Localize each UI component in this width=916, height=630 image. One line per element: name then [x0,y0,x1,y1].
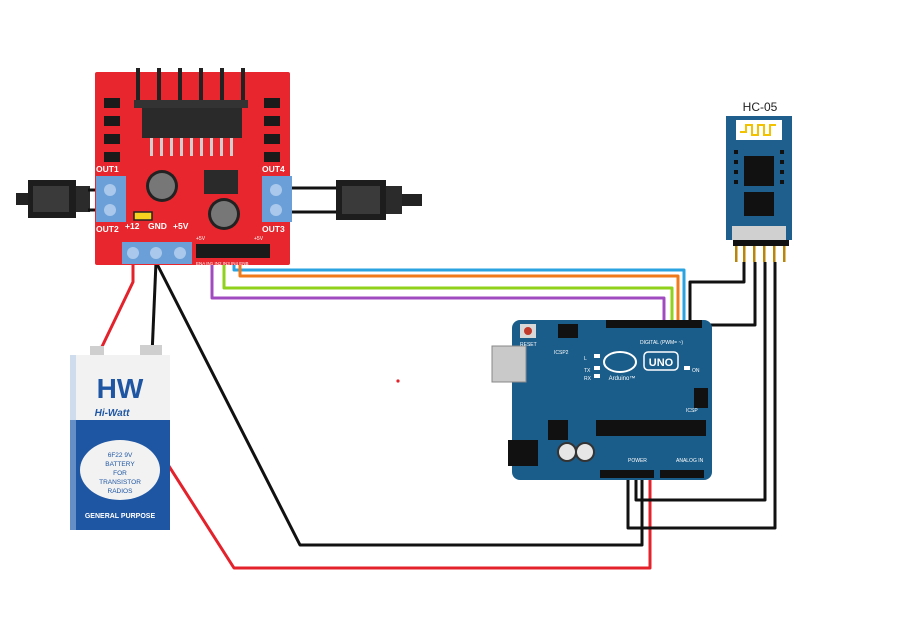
label-out4: OUT4 [262,164,285,174]
digital-header [606,320,702,328]
pin-header [196,244,270,258]
motor-driver-board: OUT1 OUT2 OUT4 OUT3 +12 GND +5V +5V +5V … [95,68,292,266]
wire-black-hc05-vcc [626,262,777,530]
arduino-uno-board: UNO Arduino™ RESET ICSP2 DIGITAL (PWM= ~… [491,320,712,480]
wire-black-gnd-arduino [154,261,644,547]
label-gnd: GND [148,221,167,231]
stray-dot [396,379,400,383]
wire-black-hc05-gnd [634,262,767,502]
wire-purple-in3 [210,262,666,325]
jumper [133,211,153,221]
uno-badge [643,351,679,371]
wire-black-hc05-rx [700,262,757,327]
arduino-reset: RESET [520,342,537,348]
motor-right [278,180,422,220]
arduino-rx: RX [584,376,592,382]
wire-orange-in1 [238,262,680,325]
label-plus12: +12 [125,221,140,231]
analog-header [660,470,704,478]
atmega-chip [596,420,706,436]
battery-9v: HW Hi-Watt 6F22 9V BATTERY FOR TRANSISTO… [70,345,170,530]
label-out3: OUT3 [262,224,285,234]
wire-black-battery-minus [150,261,158,356]
motor-left [16,180,108,218]
icsp2-header [558,324,578,338]
arduino-uno: UNO [649,357,674,369]
battery-line-0: 6F22 9V [108,452,133,459]
battery-line-2: FOR [113,470,127,477]
arduino-digital: DIGITAL (PWM= ~) [640,340,683,346]
arduino-icsp2: ICSP2 [554,350,569,356]
arduino-tx: TX [584,368,591,374]
hc05-module: HC-05 [726,100,792,262]
battery-logo: HW [97,373,144,404]
label-out2: OUT2 [96,224,119,234]
wire-black-hc05-tx [688,262,746,325]
arduino-power: POWER [628,458,647,464]
arduino-on: ON [692,368,700,374]
icsp-header [694,388,708,408]
wire-green-in2 [222,262,674,325]
wires [96,261,777,570]
battery-label-oval [80,440,160,500]
arduino-analog: ANALOG IN [676,458,704,464]
voltage-regulator [204,170,238,194]
driver-chip [142,108,242,138]
label-pin-header: ENA IN1 IN2 IN3 IN4 ENB [196,261,249,266]
battery-line-4: RADIOS [108,488,134,495]
wire-red-battery-plus [96,262,135,356]
hc05-title: HC-05 [743,100,778,114]
dc-jack [508,440,538,466]
label-out1: OUT1 [96,164,119,174]
battery-brand: Hi-Watt [95,408,130,419]
arduino-l: L [584,356,587,362]
wire-blue-ena [232,262,686,325]
battery-line-3: TRANSISTOR [99,479,141,486]
label-plus5-small-left: +5V [196,236,206,242]
arduino-brand: Arduino™ [609,375,636,382]
power-header [600,470,654,478]
battery-footer: GENERAL PURPOSE [85,513,156,520]
hc05-pins [733,240,789,262]
label-plus5-small-right: +5V [254,236,264,242]
usb-port [491,345,527,383]
battery-line-1: BATTERY [105,461,135,468]
arduino-icsp: ICSP [686,408,698,414]
heatsink [134,68,248,108]
hc05-chip [744,156,774,186]
label-plus5: +5V [173,221,189,231]
